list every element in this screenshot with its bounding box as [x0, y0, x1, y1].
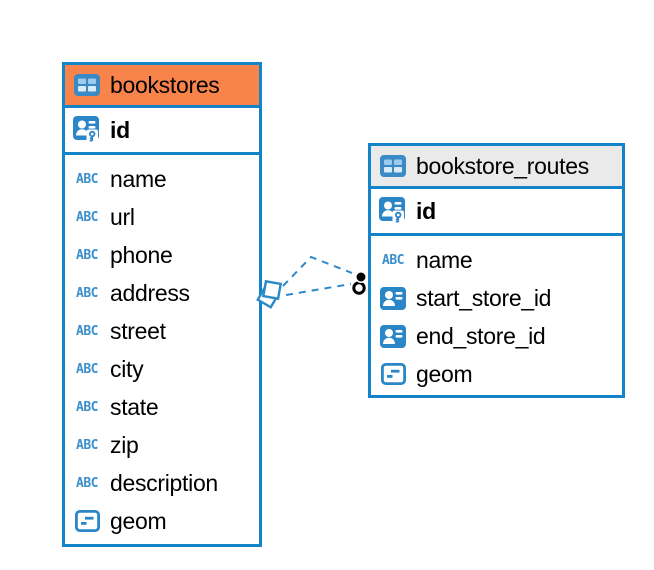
column-label: zip — [110, 431, 139, 458]
column-row[interactable]: ABC name — [371, 241, 622, 279]
table-icon — [378, 155, 408, 177]
column-label: state — [110, 393, 159, 420]
primary-key-user-icon — [378, 197, 408, 225]
columns-section: ABC name start_store_id end_store_id geo… — [371, 236, 622, 395]
column-row[interactable]: end_store_id — [371, 317, 622, 355]
column-label: geom — [416, 360, 473, 387]
text-abc-icon: ABC — [76, 437, 98, 453]
column-row[interactable]: start_store_id — [371, 279, 622, 317]
column-label: start_store_id — [416, 284, 552, 311]
column-row[interactable]: ABC address — [65, 274, 259, 312]
text-abc-icon: ABC — [76, 209, 98, 225]
column-row[interactable]: geom — [65, 502, 259, 540]
column-row[interactable]: ABC phone — [65, 236, 259, 274]
column-row[interactable]: geom — [371, 355, 622, 393]
primary-key-section: id — [371, 189, 622, 236]
column-row[interactable]: ABC street — [65, 312, 259, 350]
column-row[interactable]: ABC city — [65, 350, 259, 388]
column-row[interactable]: id — [65, 108, 137, 152]
columns-section: ABC name ABC url ABC phone ABC address A… — [65, 155, 259, 544]
text-abc-icon: ABC — [76, 247, 98, 263]
column-label: id — [110, 116, 130, 143]
text-abc-icon: ABC — [76, 475, 98, 491]
relationship-dot-marker[interactable] — [352, 281, 366, 295]
text-abc-icon: ABC — [76, 399, 98, 415]
column-label: city — [110, 355, 144, 382]
column-label: url — [110, 203, 135, 230]
text-abc-icon: ABC — [76, 361, 98, 377]
table-icon — [72, 74, 102, 96]
relationship-line[interactable] — [282, 255, 353, 287]
column-label: id — [416, 197, 436, 224]
column-row[interactable]: ABC state — [65, 388, 259, 426]
relationship-line[interactable] — [285, 283, 352, 296]
relationship-diamond-marker[interactable] — [261, 279, 283, 301]
column-label: phone — [110, 241, 173, 268]
column-label: end_store_id — [416, 322, 546, 349]
primary-key-section: id — [65, 108, 259, 155]
column-label: geom — [110, 507, 167, 534]
text-abc-icon: ABC — [382, 252, 404, 268]
column-label: description — [110, 469, 218, 496]
table-node-bookstores[interactable]: bookstores id ABC name ABC url ABC phone… — [62, 62, 262, 547]
column-label: name — [110, 165, 167, 192]
column-row[interactable]: id — [371, 189, 443, 233]
geometry-icon — [72, 510, 102, 532]
table-header[interactable]: bookstore_routes — [371, 146, 622, 189]
foreign-key-user-icon — [378, 324, 408, 348]
column-row[interactable]: ABC name — [65, 160, 259, 198]
column-row[interactable]: ABC url — [65, 198, 259, 236]
table-header[interactable]: bookstores — [65, 65, 259, 108]
text-abc-icon: ABC — [76, 171, 98, 187]
primary-key-user-icon — [72, 116, 102, 144]
foreign-key-user-icon — [378, 286, 408, 310]
relationship-dot-marker[interactable] — [355, 271, 367, 283]
table-title: bookstores — [110, 71, 220, 98]
text-abc-icon: ABC — [76, 323, 98, 339]
column-label: street — [110, 317, 166, 344]
geometry-icon — [378, 363, 408, 385]
column-label: name — [416, 246, 473, 273]
text-abc-icon: ABC — [76, 285, 98, 301]
table-title: bookstore_routes — [416, 152, 589, 179]
column-label: address — [110, 279, 190, 306]
column-row[interactable]: ABC zip — [65, 426, 259, 464]
table-node-bookstore_routes[interactable]: bookstore_routes id ABC name start_store… — [368, 143, 625, 398]
column-row[interactable]: ABC description — [65, 464, 259, 502]
